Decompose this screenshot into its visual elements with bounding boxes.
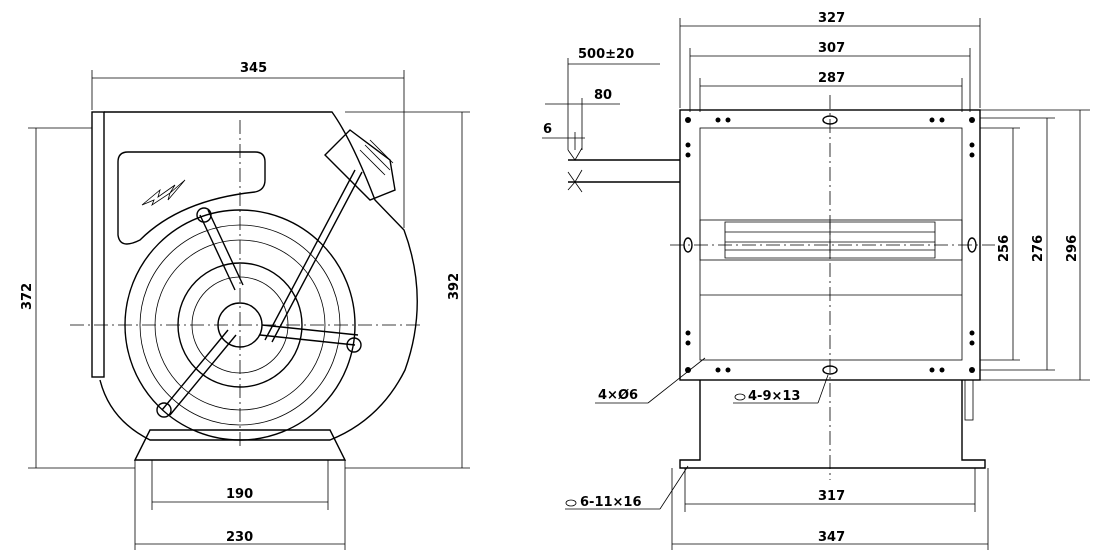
support-arm-left	[161, 329, 237, 416]
dim-base-317: 317	[818, 489, 845, 504]
leader-6x11x16	[659, 465, 689, 510]
dim-top-307: 307	[818, 41, 845, 56]
base-foot	[133, 429, 347, 461]
mount-bushing-right	[346, 337, 362, 353]
dim-base-347: 347	[818, 530, 845, 545]
dim-height-372: 372	[20, 283, 35, 310]
leader-4x6	[647, 357, 706, 404]
cable-leads	[567, 147, 583, 193]
dim-height-256: 256	[997, 235, 1012, 262]
dim-width-345: 345	[240, 61, 267, 76]
leader-4x9x13	[817, 374, 829, 404]
dim-strip-6: 6	[543, 122, 552, 137]
outlet-window	[117, 151, 266, 245]
dim-top-327: 327	[818, 11, 845, 26]
cable-tube	[264, 169, 363, 343]
scroll-housing	[99, 111, 418, 441]
power-cable	[568, 159, 680, 183]
housing-body	[679, 380, 986, 469]
dim-base-230: 230	[226, 530, 253, 545]
slot-symbol-icon-2	[565, 499, 577, 507]
dim-base-190: 190	[226, 487, 253, 502]
note-slots-6x11x16: 6-11×16	[580, 495, 642, 510]
front-view: 327 307 287 500±20 80 6 256 276	[542, 11, 1090, 550]
dim-top-287: 287	[818, 71, 845, 86]
bracket	[964, 379, 974, 421]
dim-cable-length: 500±20	[578, 47, 634, 62]
note-slots-4x9x13: 4-9×13	[748, 389, 800, 404]
note-holes-4x6: 4×Ø6	[598, 388, 638, 403]
housing-flange	[91, 111, 105, 378]
dim-height-392: 392	[447, 273, 462, 300]
slot-symbol-icon	[734, 393, 746, 401]
mount-holes	[683, 115, 977, 375]
flange-inner	[699, 127, 963, 361]
support-arm-right	[259, 324, 359, 346]
side-view: 345 372 392 190 230	[20, 61, 470, 550]
mount-bushing-left	[156, 402, 172, 418]
airflow-arrow-icon	[141, 179, 186, 207]
support-arm-top	[199, 209, 244, 291]
terminal-fins	[359, 139, 394, 176]
terminal-box	[324, 129, 396, 201]
dim-height-296: 296	[1065, 235, 1080, 262]
mount-bushing-top	[196, 207, 212, 223]
dim-strip-80: 80	[594, 88, 612, 103]
wheel-window	[699, 219, 963, 261]
dim-height-276: 276	[1031, 235, 1046, 262]
